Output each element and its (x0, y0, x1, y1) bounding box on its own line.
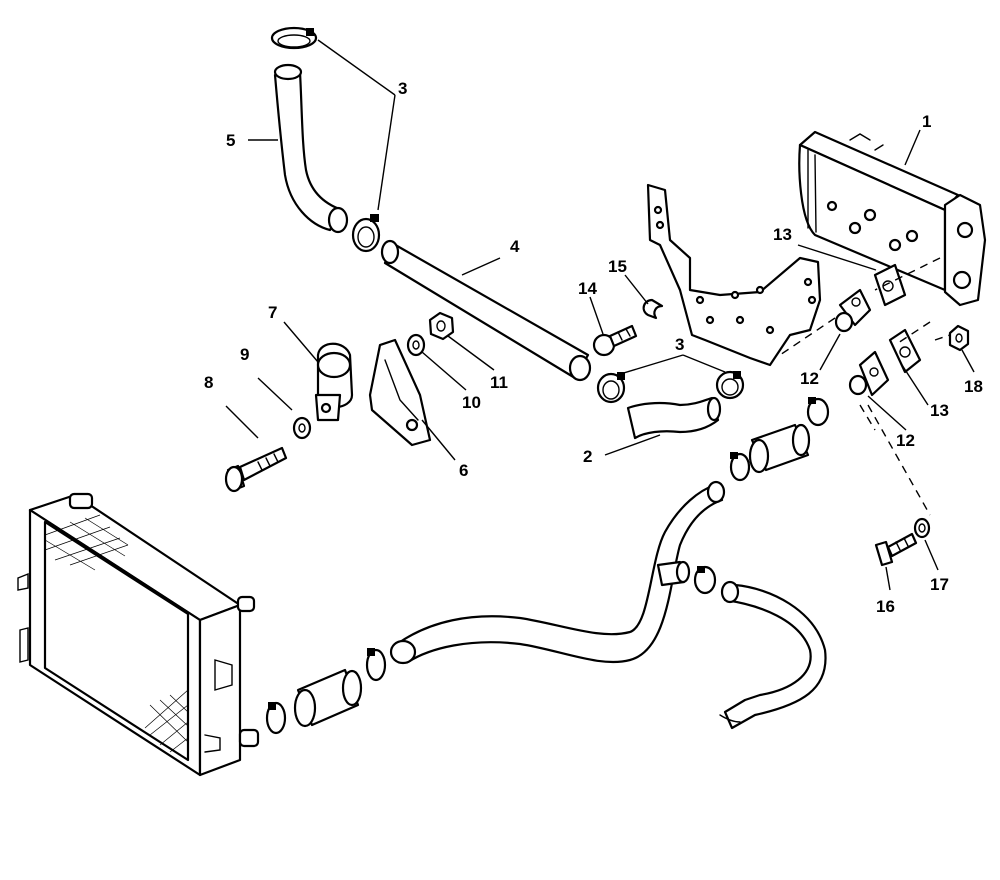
lower-return-hose (719, 580, 827, 730)
callouts: 1 2 3 3 4 5 6 7 8 9 10 11 12 12 13 13 14… (204, 79, 983, 616)
hose-clamp-connector-lower (729, 452, 751, 482)
callout-2: 2 (583, 447, 592, 466)
hose-support-clip (314, 342, 354, 422)
support-bracket (368, 338, 432, 447)
short-hose (626, 396, 722, 440)
upper-hose (273, 63, 349, 234)
callout-11: 11 (490, 373, 508, 392)
heat-exchanger (798, 130, 987, 307)
callout-6: 6 (459, 461, 468, 480)
flange-upper-12 (834, 288, 872, 333)
lower-coolant-pipe (389, 480, 726, 665)
nut-18 (948, 324, 970, 352)
bolt-16 (874, 532, 918, 567)
callout-3-middle: 3 (675, 335, 684, 354)
radiator-hose-sleeve (293, 668, 363, 728)
connector-hose (748, 423, 811, 474)
nut-11 (428, 311, 455, 341)
callout-12-upper: 12 (800, 369, 819, 388)
bolt-14 (592, 324, 638, 357)
mounting-plate (646, 183, 822, 367)
radiator-mesh-top (44, 514, 129, 571)
callout-15: 15 (608, 257, 627, 276)
callout-8: 8 (204, 373, 213, 392)
hose-clamp-top (270, 26, 318, 50)
pipe-stub (656, 560, 691, 587)
callout-12-lower: 12 (896, 431, 915, 450)
callout-9: 9 (240, 345, 249, 364)
radiator-top-inlet (68, 492, 94, 510)
gasket-lower-13 (888, 328, 922, 374)
hose-clamp-lower-return (693, 565, 717, 595)
callout-4: 4 (510, 237, 520, 256)
callout-16: 16 (876, 597, 895, 616)
hose-clamp-connector-upper (806, 397, 830, 427)
flange-lower-12 (848, 350, 890, 397)
callout-10: 10 (462, 393, 481, 412)
callout-13-upper: 13 (773, 225, 792, 244)
callout-18: 18 (964, 377, 983, 396)
straight-coolant-pipe (380, 239, 592, 382)
hose-clamp-left-3 (596, 372, 626, 404)
callout-14: 14 (578, 279, 597, 298)
leader-lines (225, 39, 975, 591)
radiator-bottom-outlet (238, 728, 260, 748)
callout-7: 7 (268, 303, 277, 322)
callout-17: 17 (930, 575, 949, 594)
hose-clamp-upper (351, 214, 381, 253)
callout-3-top: 3 (398, 79, 407, 98)
bolt-8 (224, 446, 288, 493)
alignment-lines (779, 257, 951, 516)
clip-15 (642, 298, 664, 320)
radiator (17, 492, 260, 777)
hose-clamp-radiator-left (265, 701, 287, 735)
radiator-side-outlet (236, 595, 256, 613)
gasket-upper-13 (873, 263, 907, 307)
hose-clamp-radiator-right (365, 648, 387, 682)
callout-1: 1 (922, 112, 931, 131)
radiator-mesh-bottom (144, 689, 189, 753)
washer-17 (913, 517, 931, 539)
callout-5: 5 (226, 131, 235, 150)
washer-9 (292, 416, 312, 440)
lock-washer-10 (406, 333, 426, 357)
hose-clamp-right-3 (715, 370, 745, 400)
callout-13-lower: 13 (930, 401, 949, 420)
